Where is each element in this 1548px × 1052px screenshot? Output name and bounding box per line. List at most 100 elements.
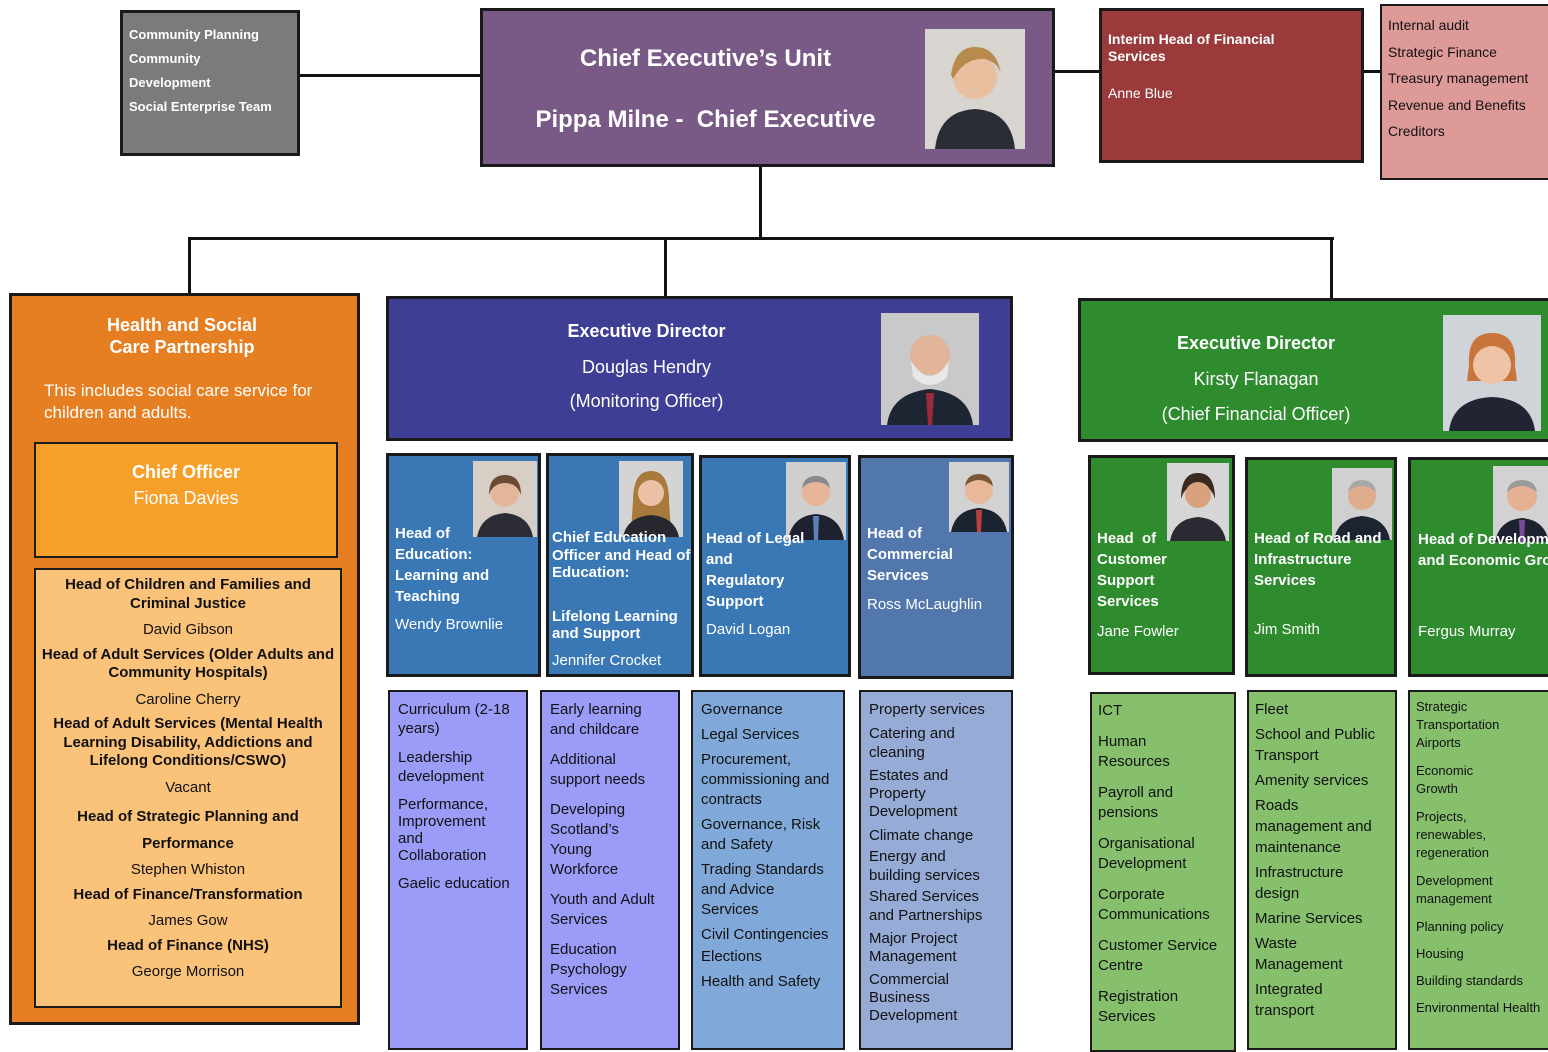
hscp-head-title: Head of Adult Services (Older Adults and…: [41, 645, 335, 682]
head-lifelong-learning-box: Chief Education Officer and Head of Educ…: [546, 453, 694, 677]
exec-director-1-box: Executive Director Douglas Hendry (Monit…: [386, 296, 1013, 441]
list-item: Environmental Health: [1416, 1000, 1541, 1015]
head-photo: [1493, 466, 1548, 542]
list-item: Payroll and pensions: [1098, 784, 1174, 821]
list-item: Health and Safety: [701, 973, 821, 990]
head-commercial-box: Head of Commercial Services Ross McLaugh…: [858, 455, 1014, 679]
items-commercial-box: Property services Catering and cleaning …: [859, 690, 1013, 1050]
list-item: Marine Services: [1255, 910, 1363, 927]
head-photo: [786, 462, 846, 540]
exec-director-1-name: Douglas Hendry: [581, 357, 712, 377]
hscp-head-title: Head of Strategic Planning and Performan…: [77, 808, 299, 852]
connector-community-chief: [298, 74, 482, 77]
community-item: Community Planning: [129, 27, 259, 42]
hscp-head-title: Head of Finance (NHS): [107, 936, 269, 954]
head-education-learning-box: Head of Education: Learning and Teaching…: [386, 453, 541, 677]
head-name: Jane Fowler: [1097, 623, 1179, 640]
list-item: Registration Services: [1098, 988, 1179, 1025]
hscp-head-name: James Gow: [148, 912, 228, 929]
finance-item: Creditors: [1388, 123, 1445, 139]
list-item: Organisational Development: [1098, 835, 1195, 872]
hscp-description: This includes social care service for ch…: [44, 381, 313, 422]
list-item: Governance, Risk and Safety: [701, 816, 821, 853]
list-item: Amenity services: [1255, 772, 1369, 789]
items-education-learning-box: Curriculum (2-18 years) Leadership devel…: [388, 690, 528, 1050]
head-name: Ross McLaughlin: [867, 596, 983, 613]
connector-chief-finance: [1053, 70, 1101, 73]
exec-director-2-box: Executive Director Kirsty Flanagan (Chie…: [1078, 298, 1548, 442]
head-development-growth-box: Head of Development and Economic Growth …: [1408, 457, 1548, 677]
connector-exec1: [664, 237, 667, 297]
head-title: Head of Road and Infrastructure Services: [1254, 530, 1382, 589]
finance-head-title: Interim Head of Financial Services: [1108, 31, 1275, 64]
hscp-head-name: Caroline Cherry: [135, 690, 241, 708]
head-title: Chief Education Officer and Head of Educ…: [552, 529, 691, 581]
items-customer-support-box: ICT Human Resources Payroll and pensions…: [1090, 692, 1236, 1052]
list-item: Housing: [1416, 946, 1464, 961]
list-item: ICT: [1098, 702, 1123, 719]
head-subtitle: Lifelong Learning and Support: [552, 608, 678, 642]
connector-finance-items: [1362, 70, 1382, 73]
items-lifelong-learning-box: Early learning and childcare Additional …: [540, 690, 680, 1050]
finance-items-box: Internal audit Strategic Finance Treasur…: [1380, 4, 1548, 180]
connector-hscp: [188, 237, 191, 295]
hscp-heads-box: Head of Children and Families and Crimin…: [34, 568, 342, 1008]
hscp-title: Health and Social Care Partnership: [106, 315, 258, 357]
hscp-head-title: Head of Adult Services (Mental Health Le…: [53, 715, 323, 769]
connector-horizontal-bus: [188, 237, 1334, 240]
list-item: Catering and cleaning: [869, 725, 955, 761]
list-item: Additional support needs: [550, 751, 646, 788]
items-legal-box: Governance Legal Services Procurement, c…: [691, 690, 845, 1050]
head-photo: [619, 461, 683, 537]
list-item: Energy and building services: [869, 848, 980, 884]
finance-item: Revenue and Benefits: [1388, 96, 1526, 113]
head-name: Wendy Brownlie: [395, 616, 504, 633]
head-name: David Logan: [706, 621, 791, 638]
items-development-growth-box: Strategic Transportation Airports Econom…: [1408, 690, 1548, 1050]
list-item: Youth and Adult Services: [550, 891, 655, 928]
exec-director-2-role: (Chief Financial Officer): [1161, 404, 1351, 424]
community-box: Community Planning Community Development…: [120, 10, 300, 156]
list-item: Human Resources: [1098, 733, 1170, 770]
finance-item: Internal audit: [1388, 17, 1469, 33]
chief-executive-box: Chief Executive’s Unit Pippa Milne - Chi…: [480, 8, 1055, 167]
list-item: Performance, Improvement and Collaborati…: [398, 796, 489, 864]
list-item: Fleet: [1255, 701, 1289, 718]
list-item: Trading Standards and Advice Services: [701, 861, 824, 918]
head-photo: [473, 461, 537, 537]
list-item: Development management: [1416, 873, 1493, 906]
list-item: Customer Service Centre: [1098, 937, 1218, 974]
hscp-head-title: Head of Finance/Transformation: [73, 885, 303, 903]
list-item: School and Public Transport: [1255, 726, 1376, 764]
chief-unit-title: Chief Executive’s Unit: [579, 45, 832, 72]
head-photo: [1332, 468, 1392, 540]
list-item: Early learning and childcare: [550, 701, 642, 738]
list-item: Major Project Management: [869, 930, 958, 965]
exec-director-1-role: (Monitoring Officer): [569, 391, 724, 411]
list-item: Economic Growth: [1416, 763, 1474, 796]
list-item: Gaelic education: [398, 875, 510, 892]
list-item: Education Psychology Services: [550, 941, 627, 998]
head-road-infrastructure-box: Head of Road and Infrastructure Services…: [1245, 457, 1397, 677]
head-photo: [949, 462, 1009, 532]
list-item: Shared Services and Partnerships: [869, 888, 983, 924]
head-title: Head of Legal and Regulatory Support: [706, 530, 805, 610]
exec-director-2-photo: [1443, 315, 1541, 431]
finance-head-box: Interim Head of Financial Services Anne …: [1099, 8, 1364, 163]
exec-director-1-photo: [881, 313, 979, 425]
head-photo: [1167, 463, 1229, 541]
list-item: Roads management and maintenance: [1255, 797, 1372, 856]
hscp-chief-officer-title: Chief Officer: [131, 462, 241, 482]
community-item: Community Development: [129, 51, 211, 90]
community-item: Social Enterprise Team: [129, 99, 272, 114]
list-item: Strategic Transportation Airports: [1416, 699, 1500, 750]
head-name: Jennifer Crocket: [552, 652, 662, 669]
list-item: Planning policy: [1416, 919, 1504, 934]
connector-chief-down: [759, 165, 762, 239]
list-item: Commercial Business Development: [869, 971, 958, 1024]
exec-director-1-title: Executive Director: [567, 321, 726, 341]
head-title: Head of Education: Learning and Teaching: [395, 525, 490, 605]
chief-executive-title: Pippa Milne - Chief Executive: [535, 106, 876, 133]
list-item: Developing Scotland’s Young Workforce: [550, 801, 626, 878]
exec-director-2-name: Kirsty Flanagan: [1193, 369, 1319, 389]
